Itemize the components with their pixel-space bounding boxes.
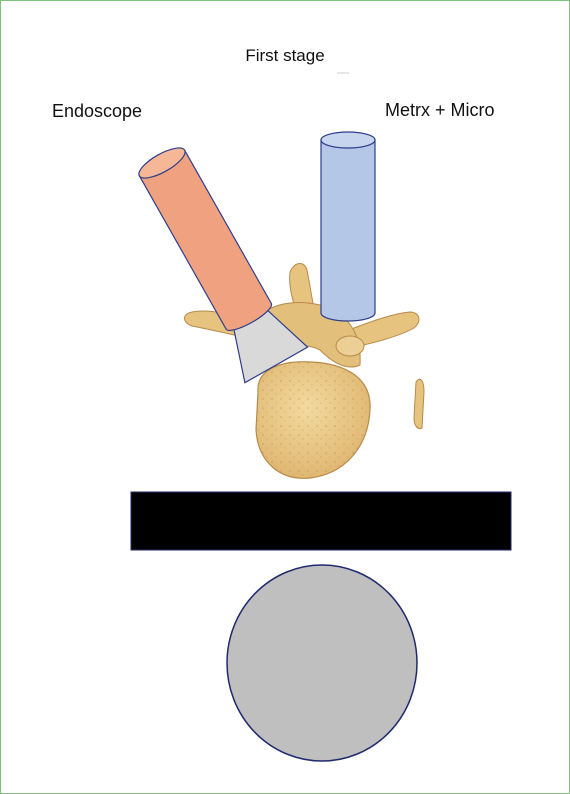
- tubular-retractor-icon: [321, 132, 375, 321]
- tube-body: [321, 140, 375, 321]
- endoscope-icon: [126, 137, 307, 382]
- bone-fragment: [414, 379, 424, 428]
- black-bar: [131, 492, 511, 550]
- endoscope-body: [139, 150, 274, 335]
- tube-top: [321, 132, 375, 148]
- bone-texture: [256, 362, 370, 479]
- grey-circle: [227, 565, 417, 761]
- right-facet: [336, 336, 364, 356]
